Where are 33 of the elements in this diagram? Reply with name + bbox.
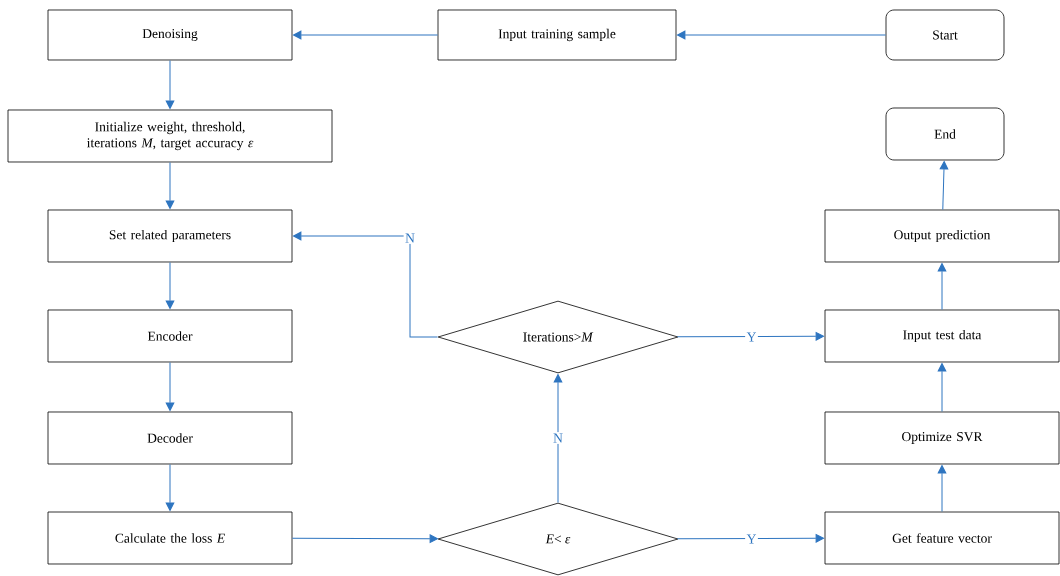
arrow bbox=[165, 59, 175, 109]
arrow bbox=[165, 361, 175, 411]
arrow bbox=[165, 463, 175, 511]
edge-label: Y bbox=[746, 534, 757, 544]
process-box: Denoising bbox=[47, 9, 293, 61]
process-box: Decoder bbox=[47, 411, 293, 465]
process-box: Get feature vector bbox=[824, 511, 1060, 565]
arrow bbox=[165, 261, 175, 309]
arrow bbox=[939, 161, 949, 211]
process-box: Optimize SVR bbox=[824, 411, 1060, 465]
process-box: Encoder bbox=[47, 309, 293, 363]
process-box: Set related parameters bbox=[47, 209, 293, 263]
process-box: Initialize weight, threshold, iterations M, target accuracy ε bbox=[7, 109, 333, 163]
process-box: Input training sample bbox=[437, 9, 677, 61]
arrow bbox=[293, 231, 439, 338]
edge-label: N bbox=[553, 433, 563, 443]
arrow bbox=[291, 534, 438, 543]
process-box: Calculate the loss E bbox=[47, 511, 293, 565]
arrow bbox=[676, 332, 824, 341]
arrow bbox=[676, 534, 824, 543]
terminal-box: End bbox=[885, 107, 1005, 161]
edge-label: Y bbox=[746, 332, 757, 342]
arrow bbox=[165, 161, 175, 209]
arrow bbox=[937, 263, 947, 311]
arrow bbox=[937, 363, 947, 413]
arrow bbox=[937, 465, 947, 513]
arrow bbox=[293, 30, 439, 40]
terminal-box: Start bbox=[885, 9, 1005, 61]
process-box: Output prediction bbox=[824, 209, 1060, 263]
process-box: Input test data bbox=[824, 309, 1060, 363]
arrow bbox=[677, 30, 887, 40]
edge-label: N bbox=[405, 233, 415, 243]
arrow bbox=[553, 374, 563, 504]
